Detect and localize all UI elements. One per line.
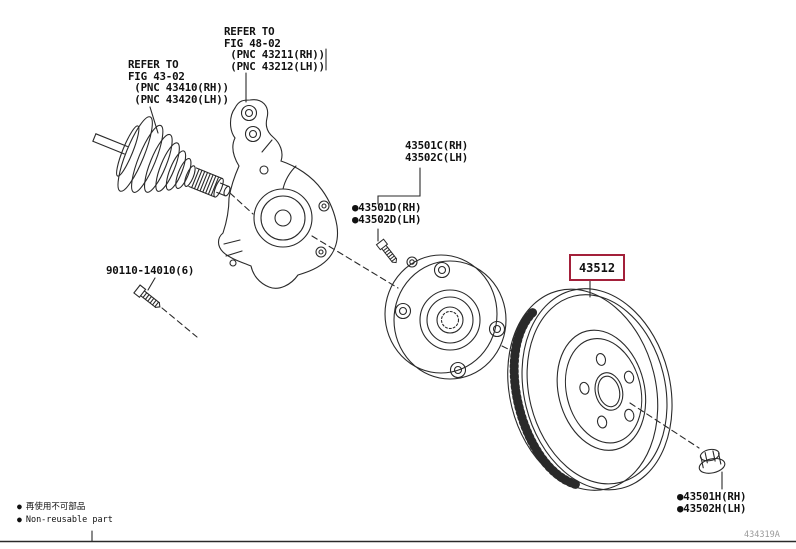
part-label-hub-bolt[interactable]: ●43501D(RH) ●43502D(LH) — [352, 201, 422, 226]
non-reusable-bullet-icon: ● — [17, 502, 22, 511]
cv-axle-boot-drawing — [92, 116, 231, 198]
legend-non-reusable-jp: ● 再使用不可部品 — [17, 501, 85, 513]
legend-en-text: Non-reusable part — [25, 515, 113, 525]
legend-jp-text: 再使用不可部品 — [25, 502, 86, 512]
knuckle-bolt-drawing — [133, 284, 161, 308]
steering-knuckle-drawing — [217, 99, 339, 289]
refer-note-knuckle: REFER TO FIG 48-02 (PNC 43211(RH)) (PNC … — [224, 25, 325, 73]
figure-code: 434319A — [744, 530, 780, 540]
part-label-knuckle-bolt[interactable]: 90110-14010(6) — [106, 264, 195, 277]
non-reusable-bullet-icon: ● — [17, 515, 22, 524]
hub-bolt-drawing — [375, 238, 398, 264]
refer-note-axle: REFER TO FIG 43-02 (PNC 43410(RH)) (PNC … — [128, 58, 229, 106]
part-label-axle-nut[interactable]: ●43501H(RH) ●43502H(LH) — [677, 490, 747, 515]
part-label-hub-assembly[interactable]: 43501C(RH) 43502C(LH) — [405, 139, 469, 164]
page-bottom-rule — [0, 530, 796, 543]
part-label-brake-disc-highlighted[interactable]: 43512 — [569, 254, 625, 281]
axle-nut-drawing — [698, 448, 726, 474]
legend-non-reusable-en: ● Non-reusable part — [17, 514, 113, 526]
hub-bearing-drawing — [384, 254, 507, 380]
brake-disc-drawing — [507, 288, 673, 491]
assembly-dashed-lines — [161, 192, 700, 449]
leader-lines — [147, 48, 723, 490]
